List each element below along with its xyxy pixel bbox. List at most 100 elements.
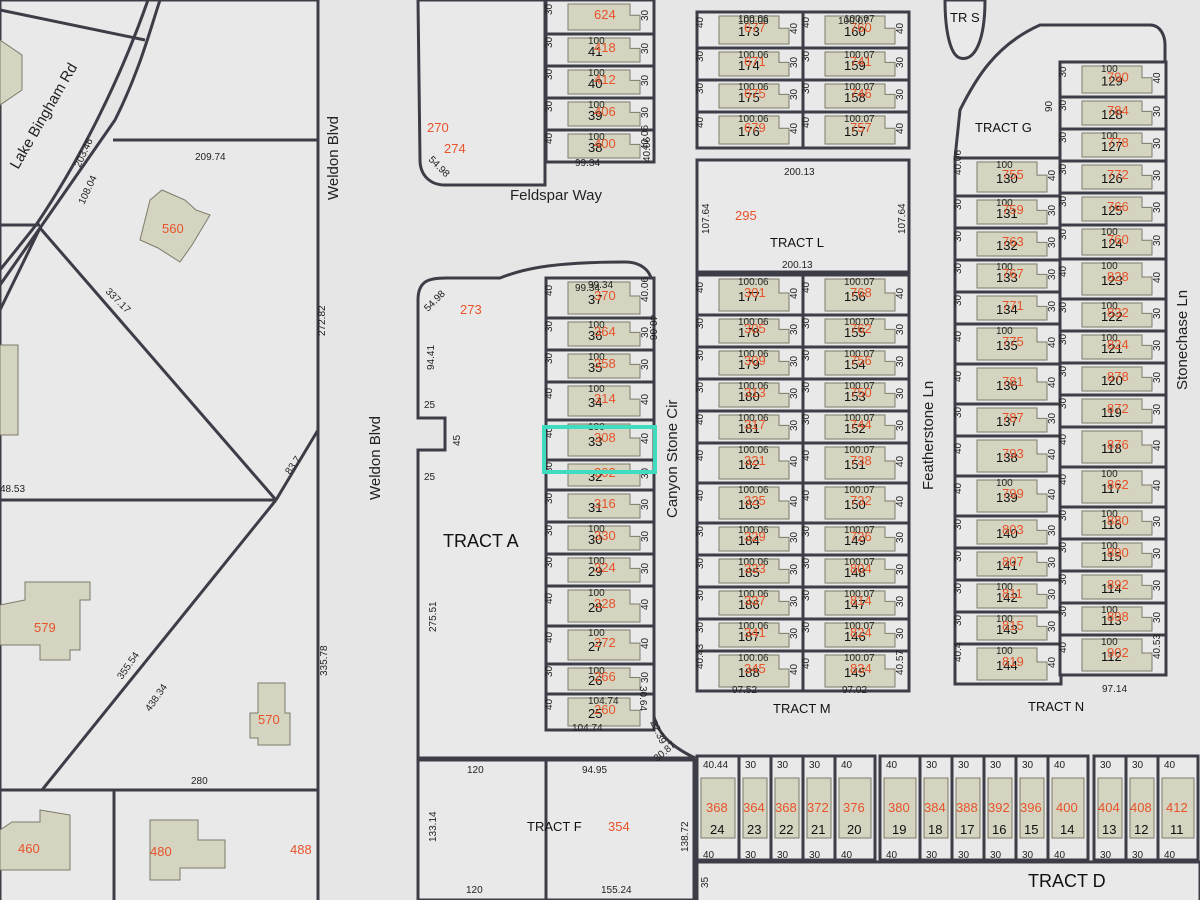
c3m-lot-151[interactable] — [801, 441, 911, 485]
dimension-label: 30 — [1152, 579, 1163, 591]
c5-lot-125[interactable] — [1058, 191, 1168, 227]
bottom-lot-24[interactable] — [695, 754, 741, 862]
c2m-lot-182[interactable] — [695, 441, 805, 485]
c1t-lot-40[interactable] — [544, 64, 656, 100]
dimension-label: 94.95 — [582, 765, 607, 776]
c3m-lot-149[interactable] — [801, 521, 911, 557]
c1m-lot-28[interactable] — [544, 584, 656, 628]
lot-number: 187 — [738, 629, 760, 644]
dimension-label: 30.64 — [637, 686, 648, 711]
building — [1081, 574, 1153, 600]
c3m-lot-146[interactable] — [801, 617, 911, 653]
c5-lot-129[interactable] — [1058, 60, 1168, 99]
c3m-lot-150[interactable] — [801, 481, 911, 525]
c1t-lot-39[interactable] — [544, 96, 656, 132]
c3t-lot-158[interactable] — [801, 78, 911, 114]
c4-lot-139[interactable] — [953, 474, 1063, 518]
c1m-lot-37[interactable] — [544, 276, 656, 320]
tract-a-top-parcel — [416, 0, 547, 187]
dimension-label: 30 — [895, 355, 906, 367]
road-label-weldon-mid: Weldon Blvd — [367, 416, 384, 500]
c1m-lot-32[interactable] — [544, 458, 656, 492]
c4-lot-137[interactable] — [953, 402, 1063, 438]
c3m-lot-145[interactable] — [801, 649, 911, 693]
c5-lot-121[interactable] — [1058, 329, 1168, 365]
dimension-label: 97.52 — [732, 685, 757, 696]
address-label: 266 — [594, 669, 616, 684]
c1m-lot-30[interactable] — [544, 520, 656, 556]
c1m-lot-36[interactable] — [544, 316, 656, 352]
bottom-lot-14[interactable] — [1046, 754, 1090, 862]
c3t-lot-157[interactable] — [801, 110, 911, 150]
building — [567, 385, 641, 417]
c5-lot-117[interactable] — [1058, 465, 1168, 509]
c5-lot-118[interactable] — [1058, 425, 1168, 469]
bottom-lot-21[interactable] — [801, 754, 837, 862]
dimension-label: 30 — [953, 614, 964, 626]
dimension-label: 30 — [1058, 131, 1069, 143]
dimension-label: 30 — [640, 671, 651, 683]
dimension-label: 133.14 — [428, 811, 439, 842]
c1m-lot-29[interactable] — [544, 552, 656, 588]
bottom-lot-19[interactable] — [878, 754, 922, 862]
c5-lot-115[interactable] — [1058, 537, 1168, 573]
c4-lot-144[interactable] — [953, 642, 1063, 686]
c3m-lot-153[interactable] — [801, 377, 911, 413]
c1t-lot-0[interactable] — [544, 0, 656, 36]
c4-lot-133[interactable] — [953, 258, 1063, 294]
bottom-lot-22[interactable] — [769, 754, 805, 862]
c1m-lot-35[interactable] — [544, 348, 656, 384]
bottom-lot-13[interactable] — [1092, 754, 1128, 862]
bottom-lot-20[interactable] — [833, 754, 877, 862]
bottom-lot-11[interactable] — [1156, 754, 1200, 862]
c4-lot-135[interactable] — [953, 322, 1063, 366]
c5-lot-122[interactable] — [1058, 297, 1168, 333]
c2t-lot-174[interactable] — [695, 46, 805, 82]
c2m-lot-184[interactable] — [695, 521, 805, 557]
c1t-lot-38[interactable] — [544, 128, 656, 164]
c2m-lot-188[interactable] — [695, 649, 805, 693]
dimension-label: 30 — [640, 498, 651, 510]
lot-number: 38 — [588, 140, 602, 155]
c5-lot-128[interactable] — [1058, 95, 1168, 131]
bottom-lot-18[interactable] — [918, 754, 954, 862]
c2m-lot-186[interactable] — [695, 585, 805, 621]
c3m-lot-147[interactable] — [801, 585, 911, 621]
lot-number: 33 — [588, 434, 602, 449]
road-label-canyon: Canyon Stone Cir — [664, 400, 681, 518]
dimension-label: 40 — [1047, 448, 1058, 460]
c5-lot-113[interactable] — [1058, 601, 1168, 637]
building — [567, 667, 641, 691]
lot-line — [0, 227, 42, 286]
bottom-lot-16[interactable] — [982, 754, 1018, 862]
c4-lot-131[interactable] — [953, 194, 1063, 230]
c5-lot-123[interactable] — [1058, 257, 1168, 301]
c3m-lot-154[interactable] — [801, 345, 911, 381]
c1m-lot-25[interactable] — [544, 692, 656, 732]
c2m-lot-181[interactable] — [695, 409, 805, 445]
c3t-lot-160[interactable] — [801, 10, 911, 50]
dimension-label: 100.06 — [738, 14, 769, 25]
c4-lot-134[interactable] — [953, 290, 1063, 326]
c1m-lot-26[interactable] — [544, 662, 656, 696]
c4-lot-141[interactable] — [953, 546, 1063, 582]
c5-lot-126[interactable] — [1058, 159, 1168, 195]
selected-lot-highlight[interactable] — [542, 425, 657, 474]
building — [567, 37, 641, 63]
building — [718, 654, 790, 688]
c3m-lot-155[interactable] — [801, 313, 911, 349]
c1m-lot-27[interactable] — [544, 624, 656, 666]
c2t-lot-176[interactable] — [695, 110, 805, 150]
c4-lot-143[interactable] — [953, 610, 1063, 646]
c5-lot-120[interactable] — [1058, 361, 1168, 397]
dimension-label: 100 — [996, 614, 1013, 625]
c1m-lot-31[interactable] — [544, 488, 656, 524]
c5-lot-112[interactable] — [1058, 633, 1168, 677]
c2m-lot-183[interactable] — [695, 481, 805, 525]
dimension-label: 280 — [191, 776, 208, 787]
bottom-lot-17[interactable] — [950, 754, 986, 862]
c3m-lot-156[interactable] — [801, 273, 911, 317]
c1t-lot-41[interactable] — [544, 32, 656, 68]
dimension-label: 30 — [640, 562, 651, 574]
